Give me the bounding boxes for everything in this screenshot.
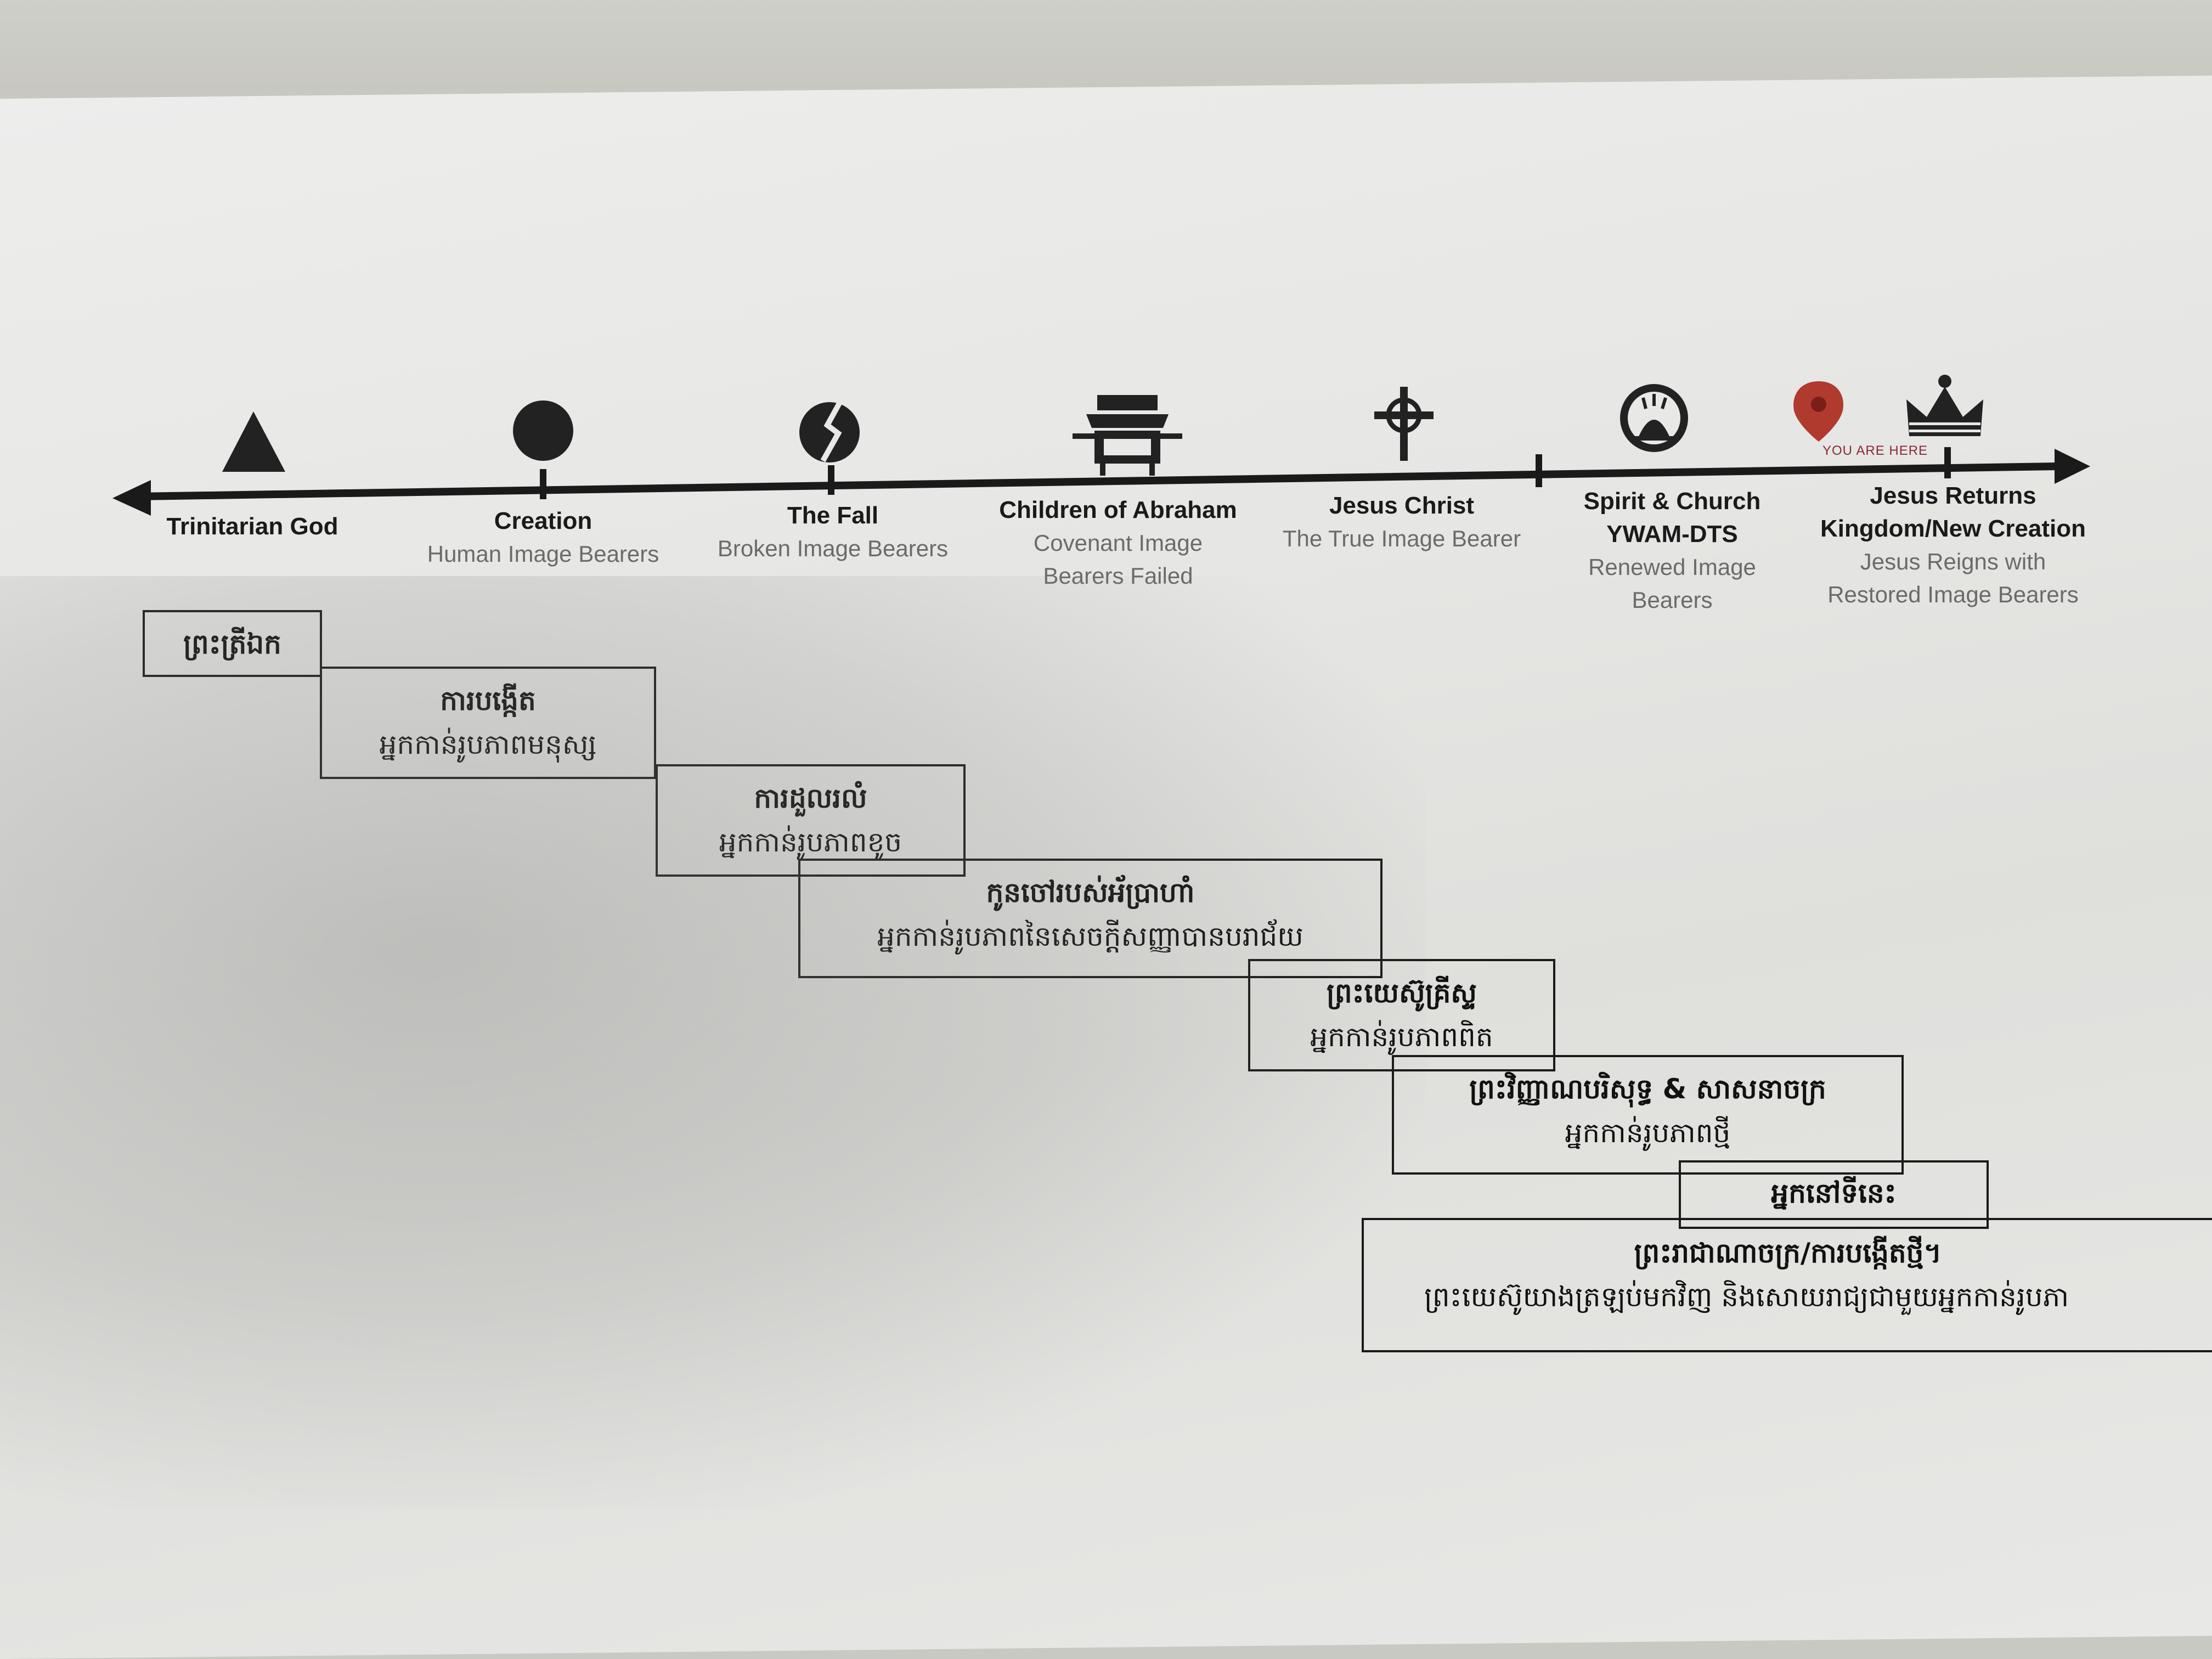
khmer-box: អ្នកនៅទីនេះ	[1679, 1160, 1989, 1229]
stage-label: Trinitarian God	[166, 513, 338, 540]
khmer-box: ព្រះត្រីឯក	[143, 610, 322, 677]
khmer-box: កូនចៅរបស់អ័ប្រាហាំ អ្នកកាន់រូបភាពនៃសេចក្…	[798, 859, 1383, 978]
khmer-box: ព្រះវិញ្ញាណបរិសុទ្ធ & សាសនាចក្រ អ្នកកាន់…	[1392, 1055, 1904, 1175]
stage-label: Children of Abraham Covenant Image Beare…	[999, 496, 1237, 589]
stage-label: The Fall Broken Image Bearers	[717, 502, 949, 561]
timeline-axis	[112, 447, 2090, 516]
stage-label: Jesus Christ The True Image Bearer	[1282, 492, 1521, 551]
right-arrowhead-icon	[2055, 449, 2090, 484]
khmer-box: ព្រះរាជាណាចក្រ/ការបង្កើតថ្មី។ ព្រះយេស៊ូយ…	[1362, 1218, 2212, 1352]
stage-label: Jesus Returns Kingdom/New Creation Jesus…	[1820, 482, 2086, 607]
triangle-icon	[222, 411, 285, 472]
khmer-box: ព្រះយេស៊ូគ្រីស្ទ អ្នកកាន់រូបភាពពិត	[1248, 959, 1555, 1071]
khmer-box: ការបង្កើត អ្នកកាន់រូបភាពមនុស្ស	[320, 667, 656, 779]
stage-label: Spirit & Church YWAM-DTS Renewed Image B…	[1583, 488, 1761, 613]
circle-icon	[513, 400, 573, 461]
spirit-flame-icon	[1620, 384, 1688, 452]
you-are-here-caption: YOU ARE HERE	[1822, 443, 1928, 458]
ark-icon	[1073, 395, 1182, 476]
cross-icon	[1374, 387, 1434, 461]
crown-icon	[1906, 375, 1983, 436]
stage-label: Creation Human Image Bearers	[427, 507, 659, 567]
broken-circle-icon	[799, 402, 860, 462]
left-arrowhead-icon	[112, 480, 151, 516]
location-pin-icon	[1793, 381, 1843, 442]
khmer-box: ការដួលរលំ អ្នកកាន់រូបភាពខូច	[656, 764, 966, 877]
